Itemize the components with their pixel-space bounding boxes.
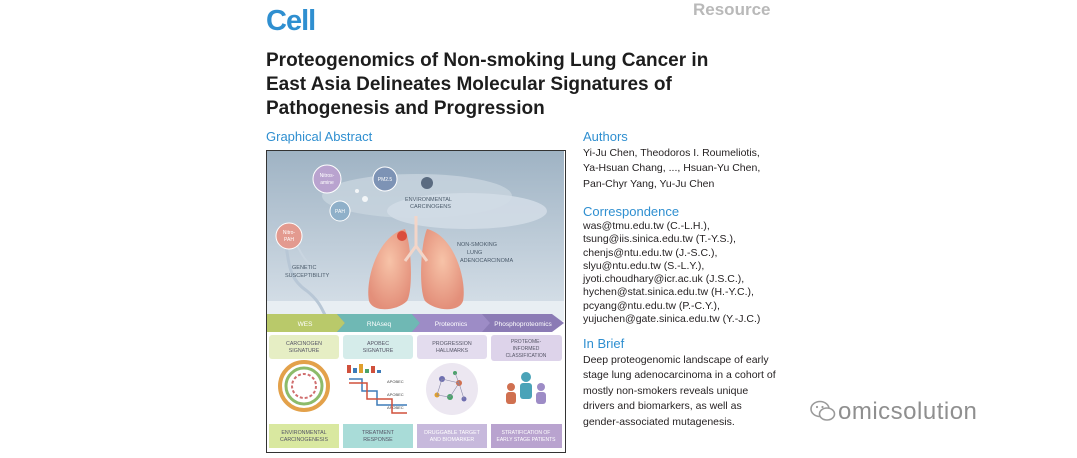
column-bottom-label: EARLY STAGE PATIENTS <box>497 437 557 443</box>
circos-ring <box>284 366 324 406</box>
apobec-tag: APOBEC <box>387 392 404 397</box>
network-edges <box>436 372 465 400</box>
authors-heading: Authors <box>583 129 628 144</box>
apobec-tag: APOBEC <box>387 405 404 410</box>
omics-label: RNAseq <box>367 321 392 328</box>
pm25-bubble <box>372 166 398 192</box>
ns-label: LUNG <box>467 250 482 256</box>
column-top-label: PROGRESSION <box>432 341 472 347</box>
tumor-spot <box>397 231 407 241</box>
column-bottom-label: AND BIOMARKER <box>430 437 475 443</box>
title-line: East Asia Delineates Molecular Signature… <box>266 74 672 95</box>
in-brief-line: Deep proteogenomic landscape of early <box>583 354 769 366</box>
patients-icon <box>506 372 546 404</box>
survival-curve <box>349 382 407 414</box>
column-bottom-label: TREATMENT <box>362 430 395 436</box>
survival-curve <box>349 378 407 406</box>
in-brief-text: Deep proteogenomic landscape of early st… <box>583 353 793 430</box>
omics-label: Phosphoproteomics <box>494 321 552 328</box>
correspondence-email[interactable]: tsung@iis.sinica.edu.tw (T.-Y.S.), <box>583 233 736 246</box>
bubble-label: PAH <box>284 237 294 243</box>
column-top-label: APOBEC <box>367 341 389 347</box>
graphical-abstract-figure: Nitros- amine PAH Nitro- PAH PM2.5 ENVIR… <box>266 150 566 453</box>
omics-tab-wes <box>267 314 345 332</box>
correspondence-email[interactable]: hychen@stat.sinica.edu.tw (H.-Y.C.), <box>583 286 754 299</box>
section-label: Resource <box>693 0 771 19</box>
column-bottom-label: RESPONSE <box>363 437 393 443</box>
particle-icon <box>355 189 359 193</box>
in-brief-line: mostly non-smokers reveals unique <box>583 384 749 397</box>
omics-tab-rnaseq <box>337 314 420 332</box>
ns-label: ADENOCARCINOMA <box>460 258 514 264</box>
correspondence-email[interactable]: was@tmu.edu.tw (C.-L.H.), <box>583 220 710 232</box>
column-top-label: HALLMARKS <box>436 348 469 354</box>
skull-icon <box>421 177 433 189</box>
column-carcinogen: CARCINOGEN SIGNATURE ENVIRONMENTAL CARCI… <box>269 335 339 448</box>
left-lung <box>368 229 411 310</box>
apobec-tag: APOBEC <box>387 379 404 384</box>
bubble-label: amine <box>320 180 334 186</box>
circos-ring <box>291 373 317 399</box>
column-bottom-label: DRUGGABLE TARGET <box>424 430 480 436</box>
article-title: Proteogenomics of Non-smoking Lung Cance… <box>266 49 786 121</box>
correspondence-list: was@tmu.edu.tw (C.-L.H.), tsung@iis.sini… <box>583 220 793 326</box>
in-brief-line: stage lung adenocarcinoma in a cohort of <box>583 369 776 382</box>
author-line: Yi-Ju Chen, Theodoros I. Roumeliotis, <box>583 147 760 159</box>
column-top-label: CARCINOGEN <box>286 341 322 347</box>
column-progression: PROGRESSION HALLMARKS DRUGGABLE TARGET A… <box>417 335 487 448</box>
pah-bubble <box>329 200 351 222</box>
column-apobec: APOBEC SIGNATURE APOBEC APOBEC APOBEC TR… <box>343 335 413 448</box>
genetic-label: SUSCEPTIBILITY <box>285 273 330 279</box>
column-bottom-label: ENVIRONMENTAL <box>281 430 326 436</box>
network-graph <box>426 363 478 415</box>
column-top-label: SIGNATURE <box>363 348 394 354</box>
ns-label: NON-SMOKING <box>457 242 497 248</box>
correspondence-heading: Correspondence <box>583 204 680 219</box>
smoke-cloud <box>387 193 547 229</box>
column-top-label: SIGNATURE <box>289 348 320 354</box>
authors-list: Yi-Ju Chen, Theodoros I. Roumeliotis, Ya… <box>583 146 793 192</box>
correspondence-email[interactable]: slyu@ntu.edu.tw (S.-L.Y.), <box>583 259 705 272</box>
circos-plot <box>278 360 330 412</box>
nitro-pah-bubble <box>275 222 303 250</box>
correspondence-email[interactable]: yujuchen@gate.sinica.edu.tw (Y.-J.C.) <box>583 313 761 326</box>
omics-label: Proteomics <box>435 321 468 328</box>
graphical-abstract-heading: Graphical Abstract <box>266 129 373 144</box>
author-line: Pan-Chyr Yang, Yu-Ju Chen <box>583 177 715 190</box>
correspondence-email[interactable]: chenjs@ntu.edu.tw (J.-S.C.), <box>583 246 718 259</box>
genetic-label: GENETIC <box>292 265 316 271</box>
journal-logo: Cell <box>266 5 316 37</box>
in-brief-line: drivers and biomarkers, as well as <box>583 400 742 413</box>
right-lung <box>421 229 464 310</box>
bubble-label: Nitros- <box>320 173 335 179</box>
particle-icon <box>362 196 368 202</box>
column-bottom-label: CARCINOGENESIS <box>280 437 328 443</box>
author-line: Ya-Hsuan Chang, ..., Hsuan-Yu Chen, <box>583 162 761 175</box>
bubble-label: Nitro- <box>283 230 296 236</box>
env-label: ENVIRONMENTAL <box>405 197 452 203</box>
bubble-label: PAH <box>335 209 345 215</box>
title-line: Proteogenomics of Non-smoking Lung Cance… <box>266 50 709 71</box>
title-line: Pathogenesis and Progression <box>266 98 545 119</box>
omics-tab-proteomics <box>412 314 490 332</box>
column-bottom-label: STRATIFICATION OF <box>502 430 551 436</box>
column-classification: PROTEOME- INFORMED CLASSIFICATION STRATI… <box>491 335 562 448</box>
env-label: CARCINOGENS <box>410 204 451 210</box>
nitrosamine-bubble <box>312 164 342 194</box>
watermark-text: omicsolution <box>838 398 978 425</box>
in-brief-heading: In Brief <box>583 336 625 351</box>
bubble-label: PM2.5 <box>378 177 393 183</box>
correspondence-email[interactable]: pcyang@ntu.edu.tw (P.-C.Y.), <box>583 299 720 312</box>
trachea <box>403 216 429 262</box>
column-top-label: PROTEOME- <box>511 339 542 345</box>
correspondence-email[interactable]: jyoti.choudhary@icr.ac.uk (J.S.C.), <box>583 273 745 286</box>
omics-label: WES <box>298 321 313 328</box>
column-top-label: CLASSIFICATION <box>506 353 547 359</box>
in-brief-line: gender-associated mutagenesis. <box>583 415 735 428</box>
column-top-label: INFORMED <box>513 346 540 352</box>
wechat-icon <box>810 400 836 427</box>
